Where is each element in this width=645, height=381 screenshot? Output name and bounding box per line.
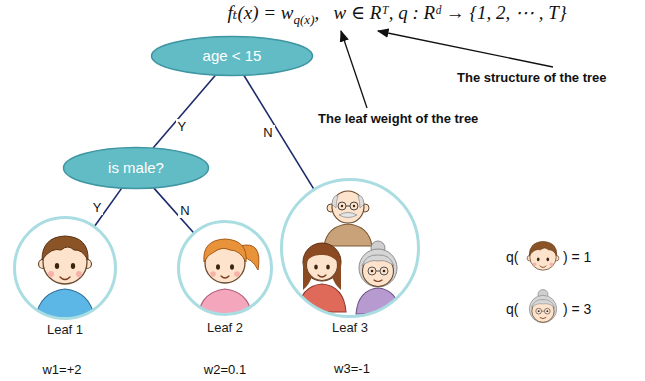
- leaf-node: Leaf 3: [280, 178, 420, 335]
- adults-figures: [339, 213, 357, 218]
- adults-figures: [324, 224, 372, 246]
- leaf-caption: Leaf 1: [47, 322, 83, 337]
- girl-figure: [216, 264, 220, 270]
- adults-figures: [359, 241, 397, 287]
- leaf-weight: w2=0.1: [204, 362, 246, 378]
- adults-figures: [306, 246, 338, 262]
- girl-figure: [210, 271, 216, 277]
- leaf-caption: Leaf 3: [332, 320, 368, 335]
- node-text: is male?: [108, 159, 164, 177]
- girl-figure: [230, 264, 234, 270]
- leaf-circle-outline: [177, 220, 273, 316]
- adults-figures: [353, 205, 355, 207]
- adults-figures: [318, 275, 326, 277]
- adults-figures: [358, 196, 364, 208]
- adults-figures: [346, 206, 350, 207]
- mapping-text: q(: [506, 249, 518, 266]
- leaf-circle: [179, 222, 272, 315]
- girl-figure: [234, 271, 240, 277]
- mapping-text: ) = 3: [563, 301, 591, 318]
- girl-figure: [204, 239, 246, 262]
- ellipse-shape: [64, 148, 209, 189]
- node-text: age < 15: [203, 47, 262, 65]
- mapping-text: ) = 1: [563, 249, 591, 266]
- leaf-node: Leaf 1: [13, 216, 117, 337]
- leaf-circle-outline: [13, 216, 117, 320]
- formula-subscript: q(x): [294, 12, 315, 27]
- ellipse-shape: [152, 37, 313, 76]
- adults-figures: [341, 205, 343, 207]
- adults-figures: [314, 265, 318, 270]
- leaf-weight: w3=-1: [334, 361, 370, 377]
- branch-label: Y: [176, 119, 189, 134]
- small-grandma-icon: [529, 290, 556, 323]
- formula-part: , w ∈ Rᵀ, q : Rᵈ → {1, 2, ⋯ , T}: [314, 2, 566, 23]
- small-boy-icon: [527, 241, 559, 270]
- annotation: The structure of the tree: [457, 70, 607, 86]
- adults-figures: [332, 196, 338, 208]
- boy-figure: [39, 236, 92, 284]
- formula-part: fₜ(x) = w: [227, 2, 293, 23]
- adults-figures: [298, 191, 400, 314]
- branch-label: Y: [91, 200, 104, 215]
- pointer-arrows: [378, 31, 553, 67]
- tree-branch: [244, 75, 314, 189]
- pointer-arrows: [341, 31, 553, 108]
- mapping-text: q(: [506, 301, 518, 318]
- adults-figures: [332, 191, 364, 223]
- tree-branch: [154, 188, 194, 233]
- adults-figures: [350, 202, 358, 210]
- decision-ellipse: is male?: [62, 146, 210, 190]
- leaf-circle: [15, 218, 116, 319]
- small-grandma-icon: [529, 290, 556, 323]
- pointer-arrows: [341, 31, 367, 108]
- annotation: The leaf weight of the tree: [318, 111, 478, 127]
- tree-branch: [153, 75, 216, 148]
- branch-label: N: [178, 203, 191, 218]
- leaf-circle-outline: [280, 178, 420, 318]
- formula: fₜ(x) = wq(x), w ∈ Rᵀ, q : Rᵈ → {1, 2, ⋯…: [227, 2, 566, 26]
- adults-figures: [326, 265, 330, 270]
- girl-figure: [221, 276, 229, 278]
- leaf-circle: [282, 180, 419, 317]
- decision-ellipse: age < 15: [150, 35, 314, 77]
- branch-label: N: [261, 125, 274, 140]
- boy-figure: [35, 236, 95, 322]
- leaf-node: Leaf 2: [177, 220, 273, 335]
- leaf-caption: Leaf 2: [207, 320, 243, 335]
- small-boy-icon: [527, 241, 559, 270]
- adults-figures: [338, 202, 346, 210]
- leaf-weight: w1=+2: [42, 362, 81, 378]
